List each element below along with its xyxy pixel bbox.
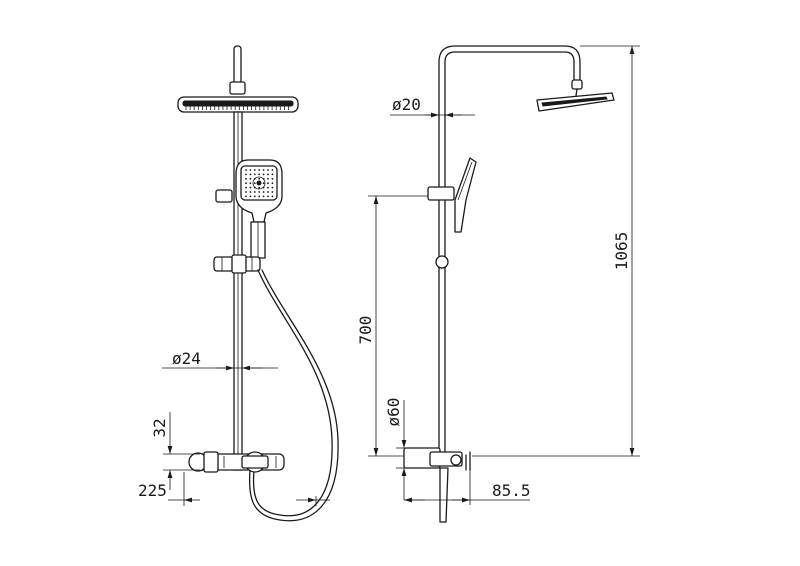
dim-side-holder-height: 700	[356, 316, 375, 345]
front-upper-holder	[215, 189, 233, 203]
spray-nozzle-dot	[245, 186, 247, 189]
dim-front-rail-diameter: ø24	[172, 349, 201, 368]
spray-nozzle-dot	[249, 182, 252, 185]
dim-side-total-height: 1065	[612, 232, 631, 271]
side-hand-shower	[427, 157, 477, 233]
front-shower-hose-outer	[248, 269, 339, 522]
dim-side-wall-offset: 85.5	[492, 481, 531, 500]
spray-nozzle-dot	[253, 169, 256, 171]
front-view: ø24 32 225	[138, 45, 339, 522]
spray-nozzle-dot	[267, 169, 269, 171]
spray-nozzle-dot	[271, 177, 274, 180]
spray-nozzle-dot	[271, 182, 274, 185]
spray-nozzle-dot	[258, 191, 261, 193]
spray-nozzle-dot	[253, 191, 256, 193]
spray-nozzle-dot	[258, 177, 261, 180]
spray-nozzle-dot	[267, 186, 269, 189]
spray-nozzle-dot	[245, 195, 247, 198]
spray-nozzle-dot	[258, 173, 261, 176]
spray-nozzle-dot	[271, 195, 274, 198]
hand-shower-spray-grid	[245, 169, 274, 198]
front-mixer	[188, 451, 285, 473]
side-slider-knob	[435, 255, 449, 269]
spray-nozzle-dot	[267, 195, 269, 198]
spray-nozzle-dot	[262, 195, 265, 198]
spray-nozzle-dot	[267, 182, 269, 185]
side-view: ø20 700 1065 ø60 85.5	[356, 45, 640, 523]
spray-nozzle-dot	[249, 191, 252, 193]
spray-nozzle-dot	[271, 173, 274, 176]
spray-nozzle-dot	[245, 182, 247, 185]
front-lower-holder	[213, 254, 261, 274]
spray-nozzle-dot	[258, 169, 261, 171]
spray-nozzle-dot	[245, 169, 247, 171]
spray-nozzle-dot	[258, 195, 261, 198]
spray-nozzle-dot	[262, 191, 265, 193]
spray-nozzle-dot	[262, 173, 265, 176]
front-overhead-shower-head	[177, 96, 299, 113]
spray-nozzle-dot	[267, 191, 269, 193]
spray-nozzle-dot	[253, 195, 256, 198]
spray-nozzle-dot	[249, 195, 252, 198]
shower-head-nozzles	[185, 106, 289, 110]
spray-nozzle-dot	[258, 186, 261, 189]
spray-nozzle-dot	[249, 177, 252, 180]
dim-side-outlet-diameter: ø60	[384, 398, 403, 427]
spray-nozzle-dot	[245, 173, 247, 176]
spray-nozzle-dot	[245, 177, 247, 180]
front-shower-hose	[252, 269, 333, 517]
dim-front-mixer-height: 32	[150, 418, 169, 437]
front-hand-shower	[235, 159, 283, 259]
spray-nozzle-dot	[262, 182, 265, 185]
spray-nozzle-dot	[271, 169, 274, 171]
spray-nozzle-dot	[253, 173, 256, 176]
dim-side-rail-diameter: ø20	[392, 95, 421, 114]
front-arm-joint	[229, 81, 246, 95]
spray-nozzle-dot	[262, 169, 265, 171]
spray-nozzle-dot	[245, 191, 247, 193]
spray-nozzle-dot	[249, 169, 252, 171]
side-arm-joint	[571, 79, 583, 90]
spray-nozzle-dot	[271, 191, 274, 193]
spray-nozzle-dot	[253, 182, 256, 185]
spray-nozzle-dot	[249, 173, 252, 176]
spray-nozzle-dot	[267, 173, 269, 176]
spray-nozzle-dot	[249, 186, 252, 189]
spray-nozzle-dot	[267, 177, 269, 180]
side-mixer	[403, 447, 467, 523]
side-dimensions: ø20 700 1065 ø60 85.5	[356, 45, 640, 505]
front-dimensions: ø24 32 225	[138, 349, 330, 506]
dim-front-spout-reach: 225	[138, 481, 167, 500]
spray-nozzle-dot	[271, 186, 274, 189]
